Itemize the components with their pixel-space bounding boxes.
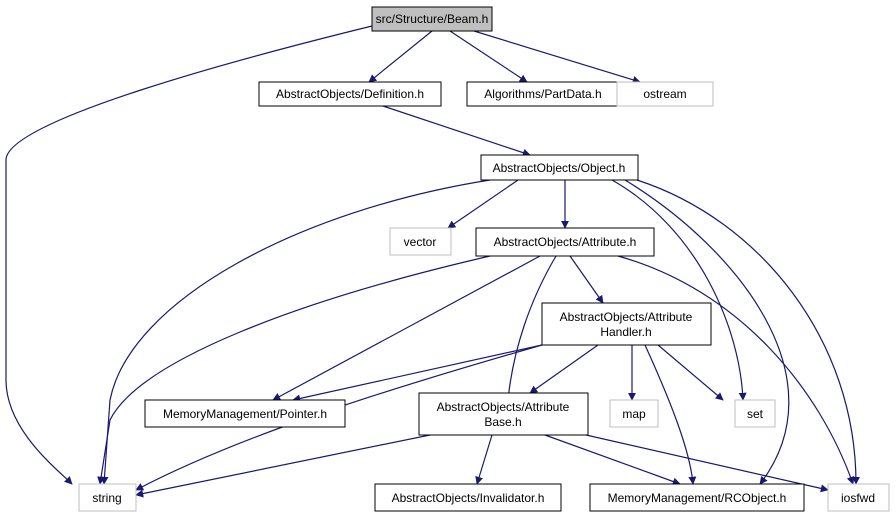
node-label-definition-h: AbstractObjects/Definition.h — [276, 87, 424, 101]
node-label-object-h: AbstractObjects/Object.h — [493, 161, 626, 175]
node-attributehandler-h[interactable]: AbstractObjects/Attribute Handler.h — [541, 302, 712, 346]
node-label-vector: vector — [404, 235, 437, 249]
node-rcobject-h[interactable]: MemoryManagement/RCObject.h — [589, 483, 805, 512]
edge-attribute-to-string — [97, 255, 491, 485]
edge-attrbase-to-rcobject — [544, 434, 681, 486]
node-ostream[interactable]: ostream — [616, 81, 714, 107]
node-attributebase-h[interactable]: AbstractObjects/Attribute Base.h — [418, 392, 589, 436]
node-label-attributehandler-line1: AbstractObjects/Attribute — [560, 310, 693, 324]
node-beam-h[interactable]: src/Structure/Beam.h — [371, 6, 493, 32]
node-pointer-h[interactable]: MemoryManagement/Pointer.h — [144, 399, 346, 428]
node-label-invalidator-h: AbstractObjects/Invalidator.h — [392, 491, 545, 505]
node-label-map: map — [622, 407, 646, 421]
node-label-attributebase-line1: AbstractObjects/Attribute — [437, 400, 570, 414]
edge-object-to-rcobject — [624, 179, 790, 485]
node-iosfwd[interactable]: iosfwd — [827, 483, 890, 512]
node-object-h[interactable]: AbstractObjects/Object.h — [480, 154, 639, 181]
node-label-attributehandler-line2: Handler.h — [600, 325, 651, 339]
edge-object-to-iosfwd — [636, 179, 860, 485]
edge-attrbase-to-string — [135, 434, 431, 498]
node-label-set: set — [747, 407, 764, 421]
node-partdata-h[interactable]: Algorithms/PartData.h — [466, 81, 620, 107]
edge-attrhandler-to-rcobject — [644, 344, 697, 485]
edge-object-to-vector — [447, 179, 519, 229]
node-set[interactable]: set — [734, 399, 776, 428]
node-label-attribute-h: AbstractObjects/Attribute.h — [494, 235, 637, 249]
node-map[interactable]: map — [609, 399, 659, 428]
edge-attrhandler-to-attrbase — [529, 344, 599, 394]
edge-attribute-to-iosfwd — [617, 255, 855, 485]
edges-layer — [5, 25, 860, 498]
node-label-rcobject-h: MemoryManagement/RCObject.h — [608, 491, 787, 505]
node-label-ostream: ostream — [643, 87, 686, 101]
edge-attrhandler-to-set — [657, 344, 724, 401]
node-label-partdata-h: Algorithms/PartData.h — [484, 87, 601, 101]
node-label-string: string — [92, 491, 121, 505]
edge-object-to-string — [100, 179, 491, 485]
node-string[interactable]: string — [78, 483, 137, 512]
node-attribute-h[interactable]: AbstractObjects/Attribute.h — [475, 227, 655, 257]
edge-beam-to-partdata — [449, 30, 528, 83]
node-label-pointer-h: MemoryManagement/Pointer.h — [163, 407, 327, 421]
node-invalidator-h[interactable]: AbstractObjects/Invalidator.h — [374, 483, 562, 512]
node-label-iosfwd: iosfwd — [841, 491, 875, 505]
edge-beam-to-definition — [368, 30, 433, 83]
edge-attrhandler-to-pointer — [292, 344, 543, 403]
node-label-beam-h: src/Structure/Beam.h — [376, 12, 489, 26]
edge-attrbase-to-invalidator — [475, 434, 493, 485]
edge-attribute-to-attrhandler — [569, 255, 604, 304]
edge-beam-to-ostream — [473, 30, 641, 84]
edge-beam-to-string — [5, 25, 373, 485]
edge-attribute-to-pointer — [272, 255, 541, 401]
edge-attribute-to-attrbase — [504, 255, 557, 401]
node-vector[interactable]: vector — [389, 227, 452, 256]
edge-definition-to-object — [382, 105, 531, 157]
edge-attrbase-to-iosfwd — [585, 434, 829, 493]
edge-object-to-set — [611, 179, 747, 401]
nodes-layer: src/Structure/Beam.h AbstractObjects/Def… — [78, 6, 890, 512]
node-definition-h[interactable]: AbstractObjects/Definition.h — [258, 81, 442, 107]
node-label-attributebase-line2: Base.h — [484, 415, 521, 429]
